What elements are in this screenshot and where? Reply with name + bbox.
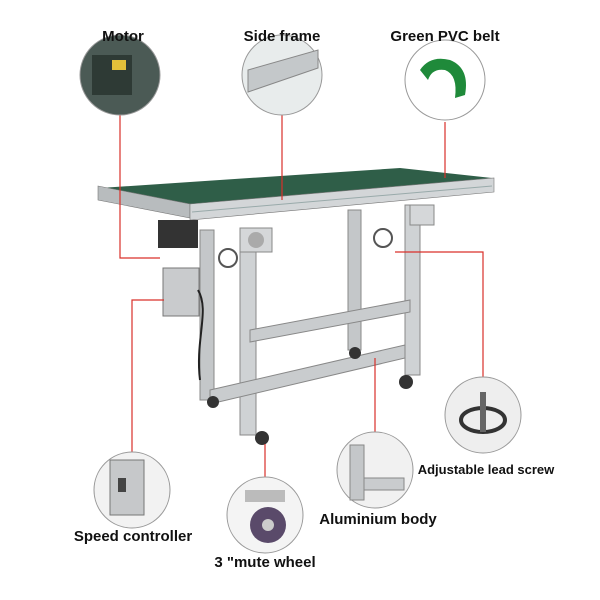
- green-belt: [100, 168, 492, 206]
- side-frame-label: Side frame: [243, 28, 321, 45]
- side-frame-callout: [241, 34, 323, 116]
- belt-label: Green PVC belt: [390, 28, 500, 45]
- speed-controller-callout: [93, 451, 171, 529]
- wheel-callout: [226, 476, 304, 554]
- motor-label: Motor: [102, 28, 144, 45]
- aluminium-body-callout: [336, 431, 414, 509]
- lead-screw-callout: [444, 376, 522, 454]
- conveyor-illustration: [97, 168, 495, 445]
- aluminium-body-label: Aluminium body: [319, 511, 437, 528]
- wheel-label: 3 "mute wheel: [214, 554, 316, 571]
- leader-lines: [119, 115, 484, 478]
- lead-screw-label: Adjustable lead screw: [417, 462, 555, 477]
- speed-controller-label: Speed controller: [73, 528, 193, 545]
- motor-callout: [79, 34, 161, 116]
- belt-callout: [404, 39, 486, 121]
